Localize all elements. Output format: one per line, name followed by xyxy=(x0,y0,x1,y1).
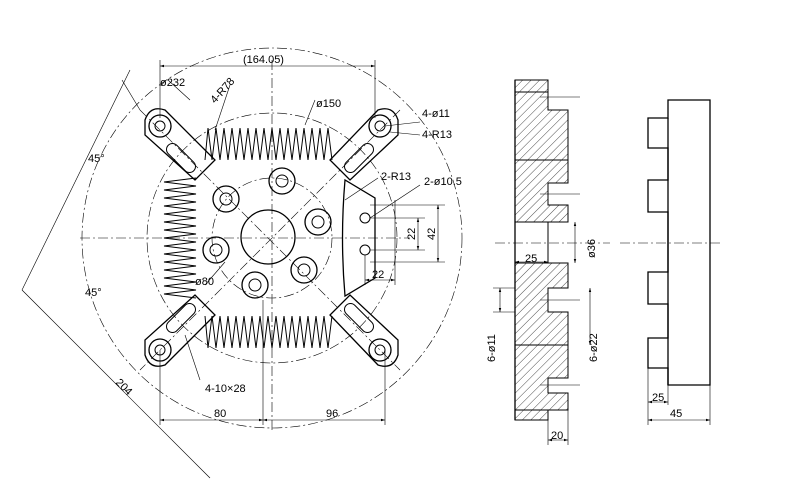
diag-centerline-2 xyxy=(139,109,401,371)
label-dim-42v: 42 xyxy=(426,228,438,240)
label-r13-4: 4-R13 xyxy=(422,129,452,141)
label-holes-11: 4-ø11 xyxy=(422,108,450,120)
side-view: 25 45 xyxy=(620,99,720,425)
label-angle-bottom: 45° xyxy=(85,287,102,299)
hole-105-upper xyxy=(359,212,371,224)
right-boss xyxy=(341,178,376,298)
label-holes-105: 2-ø10.5 xyxy=(424,176,462,188)
label-dim-20: 20 xyxy=(551,430,563,442)
fins-left xyxy=(163,177,197,299)
label-r13-2: 2-R13 xyxy=(381,171,411,183)
dim-overall-width: (164.05) xyxy=(243,54,284,66)
front-view: (164.05) ø232 4-R78 ø150 4-ø11 4-R13 2-R… xyxy=(21,47,463,479)
arm-top-right xyxy=(329,108,399,181)
label-dim-204: 204 xyxy=(113,377,134,398)
label-dim-22h: 22 xyxy=(372,269,384,281)
label-holes-22: 6-ø22 xyxy=(588,333,600,362)
label-dia-36: ø36 xyxy=(586,239,598,258)
label-dim-22v: 22 xyxy=(406,228,418,240)
central-hub xyxy=(240,209,296,265)
bosses xyxy=(202,167,332,299)
label-dia-150: ø150 xyxy=(316,98,341,110)
hole-105-lower xyxy=(359,244,371,256)
label-dim-80: 80 xyxy=(214,408,226,420)
label-dim-96: 96 xyxy=(326,408,338,420)
label-holes-11-section: 6-ø11 xyxy=(486,334,498,362)
label-dia-232: ø232 xyxy=(160,77,185,89)
side-outline xyxy=(647,99,711,386)
label-r78: 4-R78 xyxy=(208,76,237,106)
arm-top-left xyxy=(144,108,216,181)
section-view: 25 ø36 6-ø11 6-ø22 20 xyxy=(486,79,610,445)
label-dia-80: ø80 xyxy=(195,276,214,288)
dim-line-204-b xyxy=(21,289,211,479)
fins-bottom xyxy=(204,315,333,349)
label-slots: 4-10×28 xyxy=(205,383,246,395)
fins-top xyxy=(204,127,333,161)
label-angle-top: 45° xyxy=(88,153,105,165)
label-dim-45: 45 xyxy=(670,408,682,420)
arm-bottom-right xyxy=(329,294,399,367)
label-dim-25-side: 25 xyxy=(652,392,664,404)
label-dim-25-section: 25 xyxy=(525,253,537,265)
dim-line-204-a xyxy=(21,69,131,291)
